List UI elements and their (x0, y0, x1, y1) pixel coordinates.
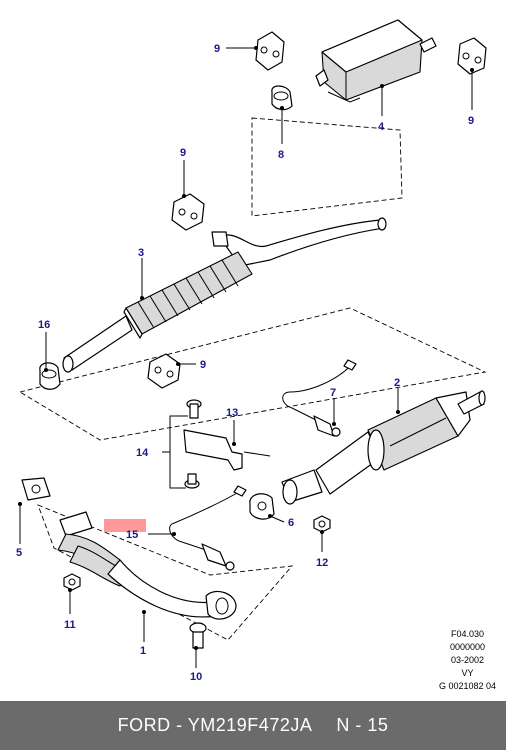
reference-line-1: F04.030 (450, 629, 484, 639)
rubber-mount-top-right (457, 37, 487, 75)
drawing-reference-block: F04.030 0000000 03-2002 VY G 0021082 04 (439, 628, 496, 693)
callout-14: 14 (136, 447, 149, 459)
group-outline-front (37, 504, 294, 641)
callout-16: 16 (38, 319, 50, 331)
rear-silencer (315, 19, 437, 103)
callout-8: 8 (278, 149, 284, 161)
leader-lines (18, 46, 474, 668)
reference-line-3: 03-2002 (450, 655, 484, 665)
nut-left (63, 573, 81, 591)
silencer-ribs (137, 259, 239, 329)
callout-9-middle: 9 (180, 147, 186, 159)
callout-1: 1 (140, 645, 146, 657)
bracket-bolt-upper (186, 399, 202, 419)
group-outline-center (18, 307, 487, 441)
callout-12: 12 (316, 557, 328, 569)
front-downpipe (57, 511, 237, 620)
nut-right (313, 515, 331, 533)
callout-10: 10 (190, 671, 202, 683)
catalytic-converter (281, 390, 486, 505)
part-15-highlight (104, 519, 146, 532)
footer-page-number: N - 15 (336, 715, 389, 735)
callout-4: 4 (378, 121, 385, 133)
callout-5: 5 (16, 547, 22, 559)
flange-gasket (249, 493, 275, 520)
exhaust-system-diagram: 9 9 4 8 9 3 16 9 2 7 13 14 5 6 15 12 11 … (16, 19, 487, 683)
manifold-gasket (21, 477, 51, 501)
bracket-bolt-lower (184, 473, 200, 489)
callout-9-top-left: 9 (214, 43, 220, 55)
callout-11: 11 (64, 619, 76, 631)
callout-9-lower: 9 (200, 359, 206, 371)
callout-7: 7 (330, 387, 336, 399)
rubber-mount-middle (171, 193, 205, 231)
callout-6: 6 (288, 517, 294, 529)
rubber-mount-lower (147, 353, 181, 389)
oxygen-sensor-rear (282, 359, 357, 437)
callout-15: 15 (126, 529, 138, 541)
reference-line-4: VY (461, 668, 474, 678)
footer-part-number: FORD - YM219F472JA (117, 715, 313, 735)
clamp (271, 85, 293, 111)
callout-3: 3 (138, 247, 144, 259)
downpipe-bolt (189, 622, 207, 649)
reference-line-5: G 0021082 04 (438, 681, 496, 691)
footer-bar: FORD - YM219F472JA N - 15 (0, 701, 506, 750)
callout-9-top-right: 9 (468, 115, 474, 127)
pipe-clamp (39, 362, 61, 390)
rubber-mount-top-left (255, 31, 285, 71)
centre-silencer (62, 217, 387, 373)
heat-shield-bracket (183, 429, 271, 471)
oxygen-sensor-front (169, 485, 247, 571)
callout-13: 13 (226, 407, 238, 419)
reference-line-2: 0000000 (449, 642, 485, 652)
group-outline-rear (251, 117, 403, 217)
callout-2: 2 (394, 377, 400, 389)
